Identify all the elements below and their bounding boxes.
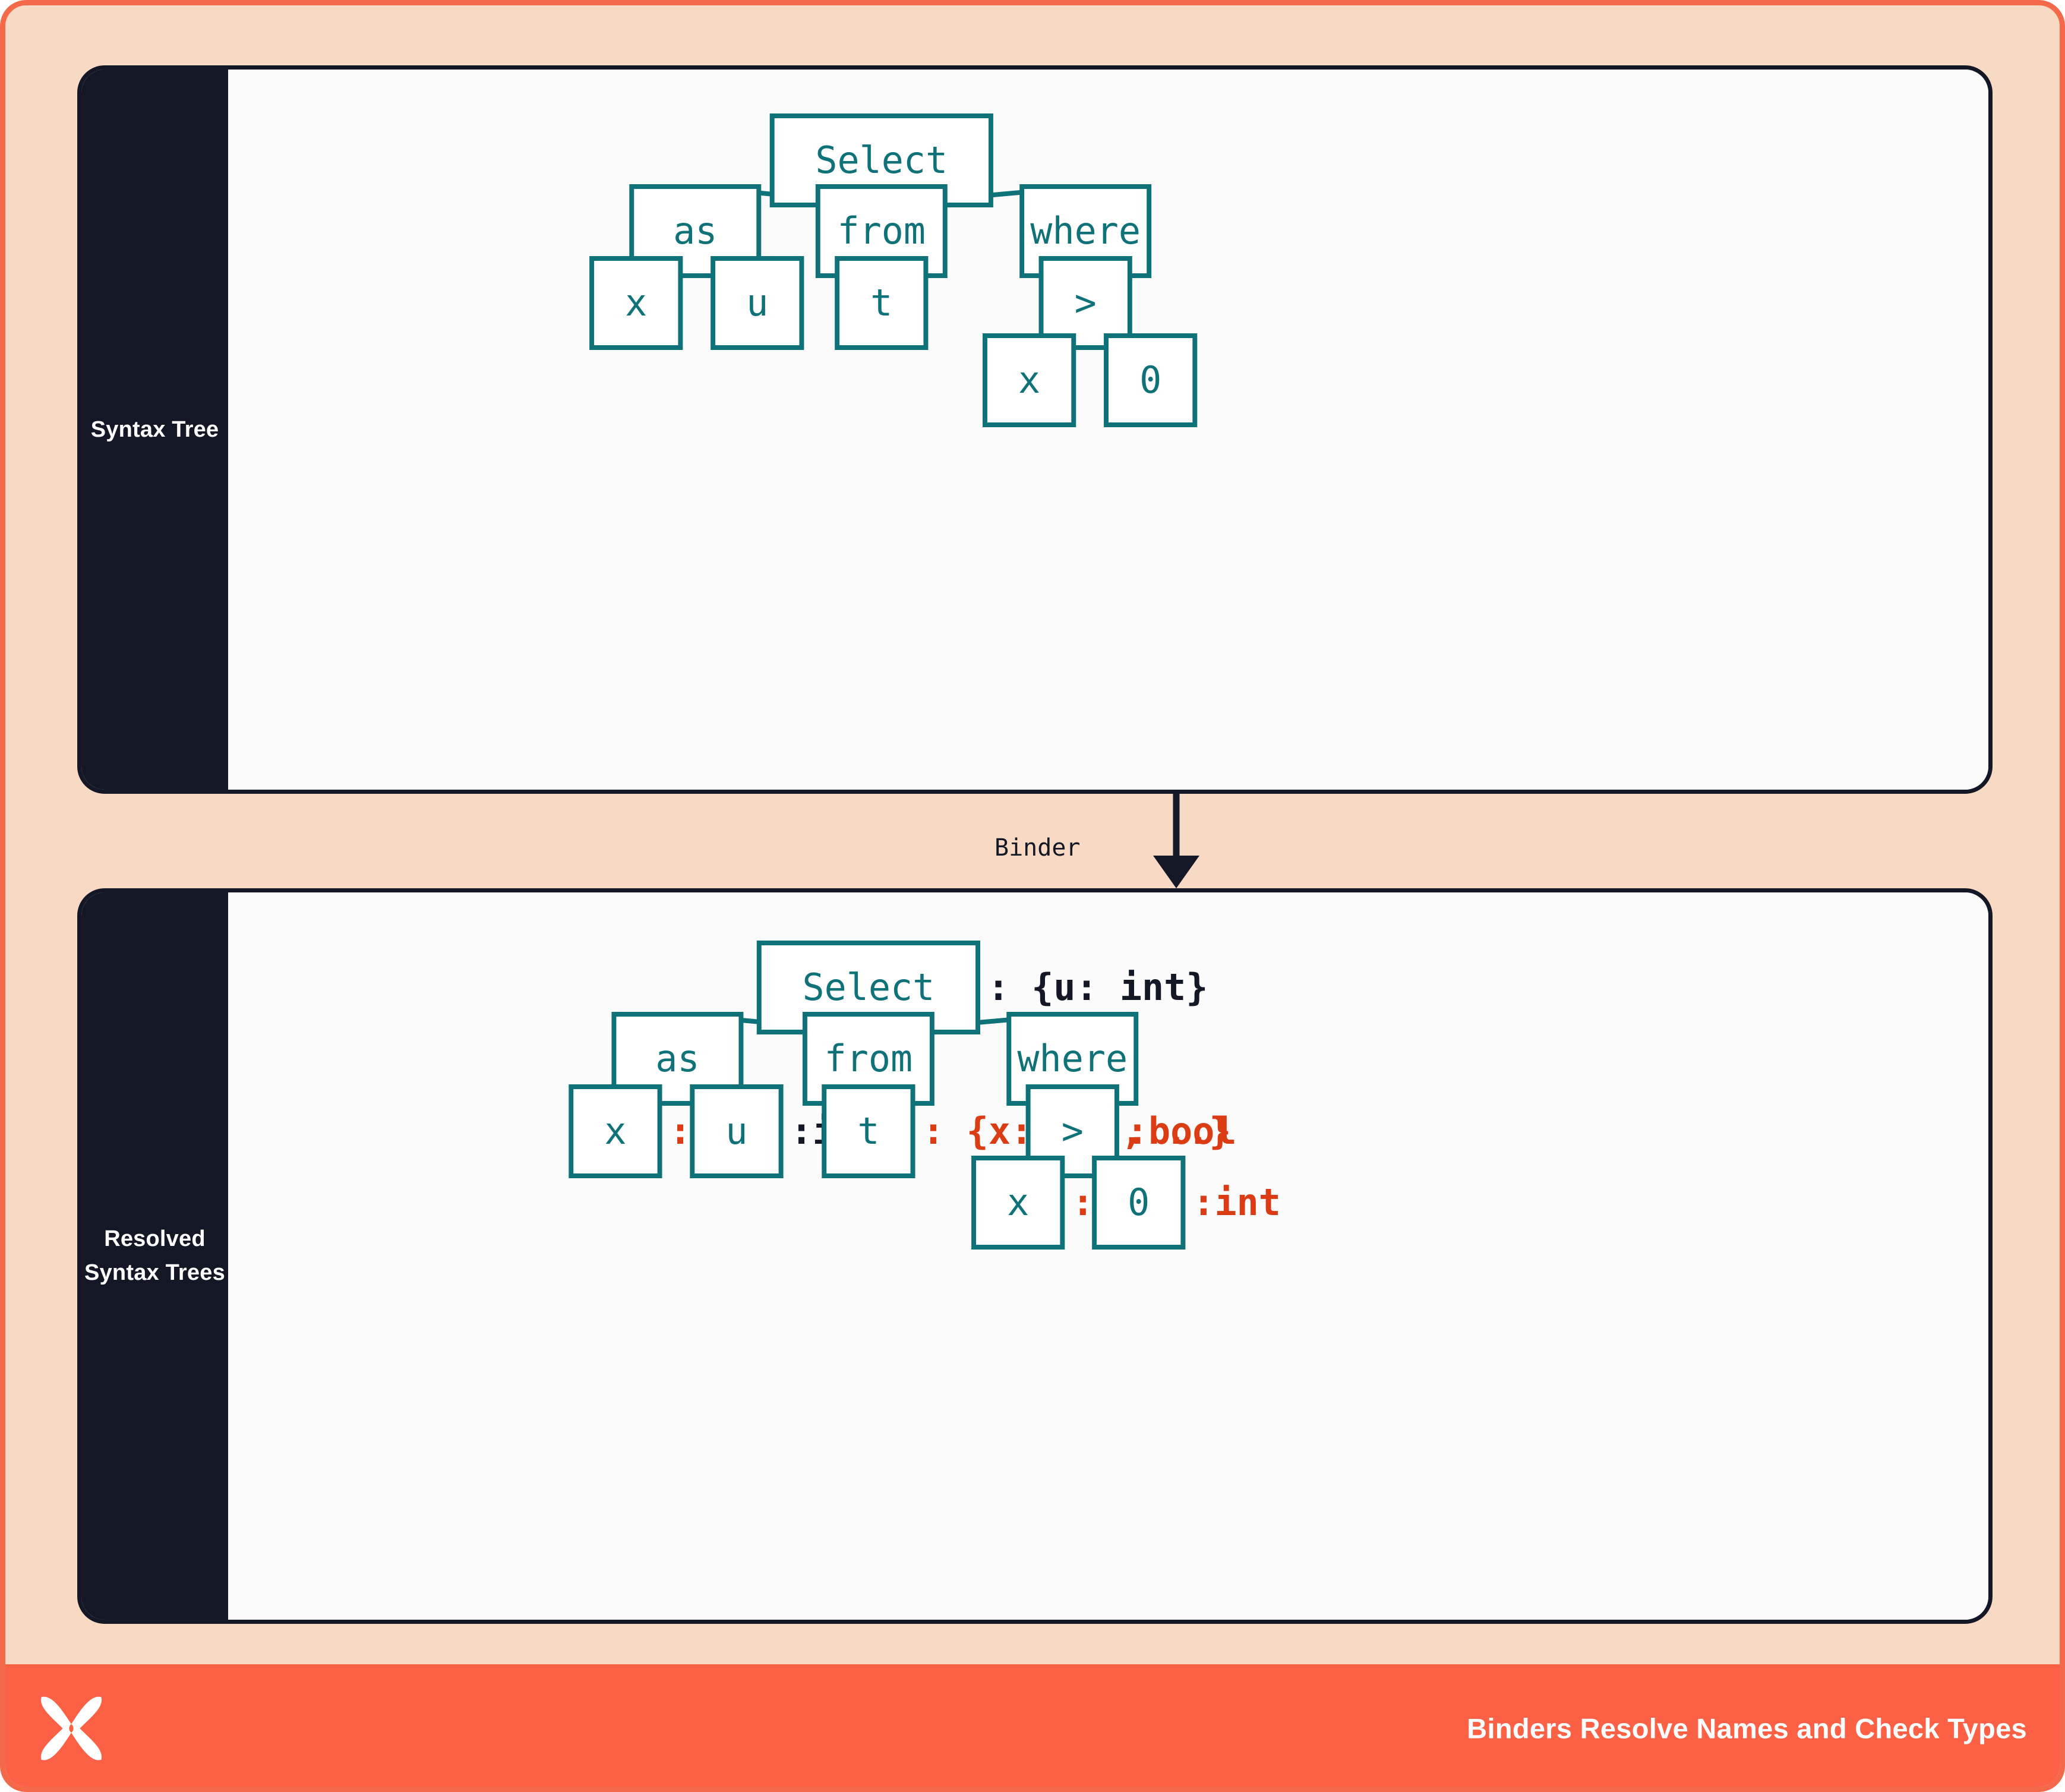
tree-node[interactable]: t (835, 256, 929, 350)
tree-node-annotation: : {u: int} (987, 966, 1208, 1009)
binder-label: Binder (994, 834, 1081, 862)
tree-node-box (1092, 1156, 1186, 1250)
binder-arrow-icon (1153, 794, 1199, 888)
tree-node[interactable]: > (1038, 256, 1132, 350)
tree-node-box (971, 1156, 1065, 1250)
tree-node-label: x (1018, 359, 1040, 402)
tree-node-label: x (1007, 1181, 1029, 1224)
tree-node-box (982, 333, 1076, 427)
resolved-label-line2: Syntax Trees (84, 1260, 225, 1285)
resolved-syntax-tree-panel: Resolved Syntax Trees Select : {u: int} as… (77, 888, 1993, 1624)
tree-node-label: as (673, 210, 717, 253)
tree-node-label: from (838, 210, 926, 253)
tree-node-label: from (825, 1037, 913, 1080)
tree-node-box (690, 1084, 784, 1178)
syntax-tree-canvas: Select as from where x u t > x 0 (228, 70, 1988, 790)
tree-node[interactable]: Select (769, 113, 993, 207)
syntax-tree-graphic: Select as from where x u t > x 0 (589, 113, 1198, 427)
tree-node-label: Select (802, 966, 934, 1009)
tree-node-annotation: :int (1192, 1181, 1281, 1224)
tree-node[interactable]: x (589, 256, 683, 350)
tree-node[interactable]: as (629, 184, 762, 278)
tree-node-box (822, 1084, 915, 1178)
syntax-tree-sidebar: Syntax Tree (81, 70, 228, 790)
tree-node-label: 0 (1139, 359, 1161, 402)
resolved-syntax-tree-sidebar-label: Resolved Syntax Trees (84, 1222, 225, 1290)
tree-node-label: where (1017, 1037, 1128, 1080)
tree-node-label: t (857, 1110, 879, 1153)
tree-node[interactable]: as (611, 1012, 744, 1106)
tree-node-annotation: :bool (1126, 1110, 1237, 1153)
tree-node-label: as (655, 1037, 699, 1080)
syntax-tree-panel: Syntax Tree Select as from where x u t > x 0 (77, 65, 1993, 794)
syntax-tree-sidebar-label: Syntax Tree (90, 417, 219, 442)
butterfly-x-logo-icon (40, 1696, 102, 1761)
resolved-syntax-tree-sidebar: Resolved Syntax Trees (81, 892, 228, 1620)
tree-node[interactable]: 0 (1104, 333, 1198, 427)
tree-node-label: x (625, 282, 647, 324)
resolved-syntax-tree-canvas: Select: {u: int}asfromwherex:intu:intt: … (228, 892, 1988, 1620)
tree-node-label: x (604, 1110, 626, 1153)
tree-node-box (1104, 333, 1198, 427)
tree-node-label: Select (815, 139, 948, 182)
tree-node-box (589, 256, 683, 350)
tree-node[interactable]: Select : {u: int} (756, 941, 1208, 1034)
tree-node-box (1038, 256, 1132, 350)
tree-node[interactable]: u (711, 256, 804, 350)
tree-node-label: u (725, 1110, 747, 1153)
resolved-syntax-tree-graphic: Select: {u: int}asfromwherex:intu:intt: … (569, 941, 1281, 1250)
tree-node-label: > (1075, 282, 1097, 324)
tree-node-label: where (1030, 210, 1141, 253)
tree-node-label: u (746, 282, 768, 324)
tree-node-box (569, 1084, 662, 1178)
resolved-label-line1: Resolved (104, 1226, 206, 1251)
tree-node[interactable]: x (982, 333, 1076, 427)
binder-connector (77, 794, 1993, 888)
tree-node-label: 0 (1128, 1181, 1150, 1224)
footer-bar: Binders Resolve Names and Check Types (5, 1664, 2060, 1787)
tree-node-box (711, 256, 804, 350)
tree-node-label: t (870, 282, 892, 324)
tree-node-label: > (1062, 1110, 1084, 1153)
footer-title: Binders Resolve Names and Check Types (1467, 1712, 2027, 1744)
tree-node-box (835, 256, 929, 350)
tree-node[interactable]: 0 :int (1092, 1156, 1281, 1250)
